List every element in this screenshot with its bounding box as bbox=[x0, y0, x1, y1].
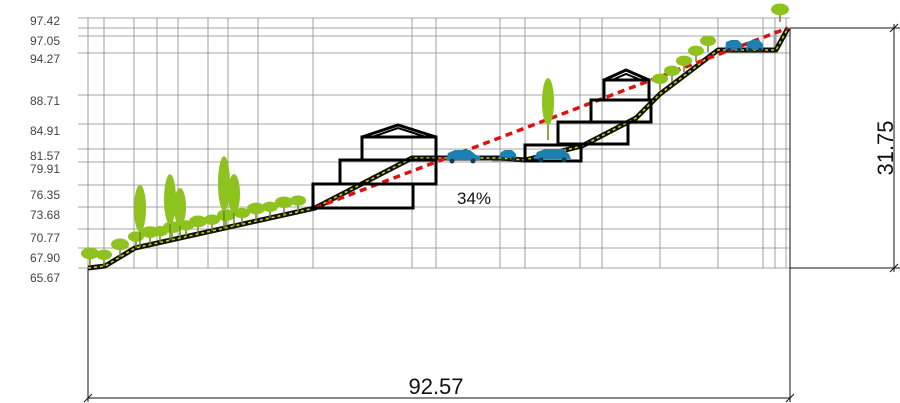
poplar-tree-icon bbox=[542, 78, 554, 140]
tree-icon bbox=[217, 209, 235, 228]
height-dimension-label: 31.75 bbox=[873, 120, 898, 175]
elevation-label: 79.91 bbox=[30, 162, 60, 176]
elevation-label: 97.05 bbox=[30, 34, 60, 48]
tree-icon bbox=[262, 201, 278, 218]
upper-building bbox=[523, 68, 653, 163]
tree-icon bbox=[111, 238, 129, 257]
elevation-label: 88.71 bbox=[30, 94, 60, 108]
tree-icon bbox=[290, 195, 306, 212]
elevation-label: 67.90 bbox=[30, 251, 60, 265]
tree-icon bbox=[234, 207, 250, 225]
poplar-tree-icon bbox=[228, 174, 240, 226]
elevation-label: 73.68 bbox=[30, 208, 60, 222]
tree-icon bbox=[163, 221, 181, 240]
slope-label: 34% bbox=[457, 189, 491, 208]
tree-icon bbox=[275, 196, 293, 215]
tree-icon bbox=[771, 3, 789, 22]
elevation-label: 65.67 bbox=[30, 271, 60, 285]
car-icon bbox=[499, 150, 516, 161]
car-icon bbox=[446, 150, 480, 164]
poplar-tree-icon bbox=[134, 184, 146, 247]
poplar-tree-icon bbox=[218, 156, 230, 229]
grid bbox=[78, 17, 790, 269]
elevation-label: 70.77 bbox=[30, 231, 60, 245]
elevation-label: 81.57 bbox=[30, 149, 60, 163]
tree-icon bbox=[204, 214, 220, 231]
elevation-label: 94.27 bbox=[30, 52, 60, 66]
tree-icon bbox=[96, 249, 112, 266]
car-icon bbox=[725, 40, 742, 52]
height-dimension bbox=[790, 23, 900, 273]
tree-icon bbox=[652, 73, 668, 90]
car-icon bbox=[746, 40, 763, 52]
elevation-label: 76.35 bbox=[30, 188, 60, 202]
tree-icon bbox=[664, 65, 680, 82]
tree-icon bbox=[688, 45, 704, 62]
elevation-axis: 97.42 97.05 94.27 88.71 84.91 81.57 79.9… bbox=[30, 14, 60, 285]
tree-icon bbox=[81, 247, 99, 266]
car-icon bbox=[534, 149, 571, 163]
tree-icon bbox=[700, 35, 716, 52]
width-dimension bbox=[83, 28, 795, 403]
tree-icon bbox=[676, 55, 692, 72]
tree-icon bbox=[247, 202, 265, 222]
tree-icon bbox=[189, 215, 207, 234]
lower-building bbox=[311, 123, 438, 210]
poplar-tree-icon bbox=[164, 174, 176, 241]
trees bbox=[81, 3, 789, 266]
width-dimension-label: 92.57 bbox=[408, 374, 463, 399]
elevation-label: 84.91 bbox=[30, 124, 60, 138]
elevation-label: 97.42 bbox=[30, 14, 60, 28]
poplar-tree-icon bbox=[174, 188, 186, 238]
